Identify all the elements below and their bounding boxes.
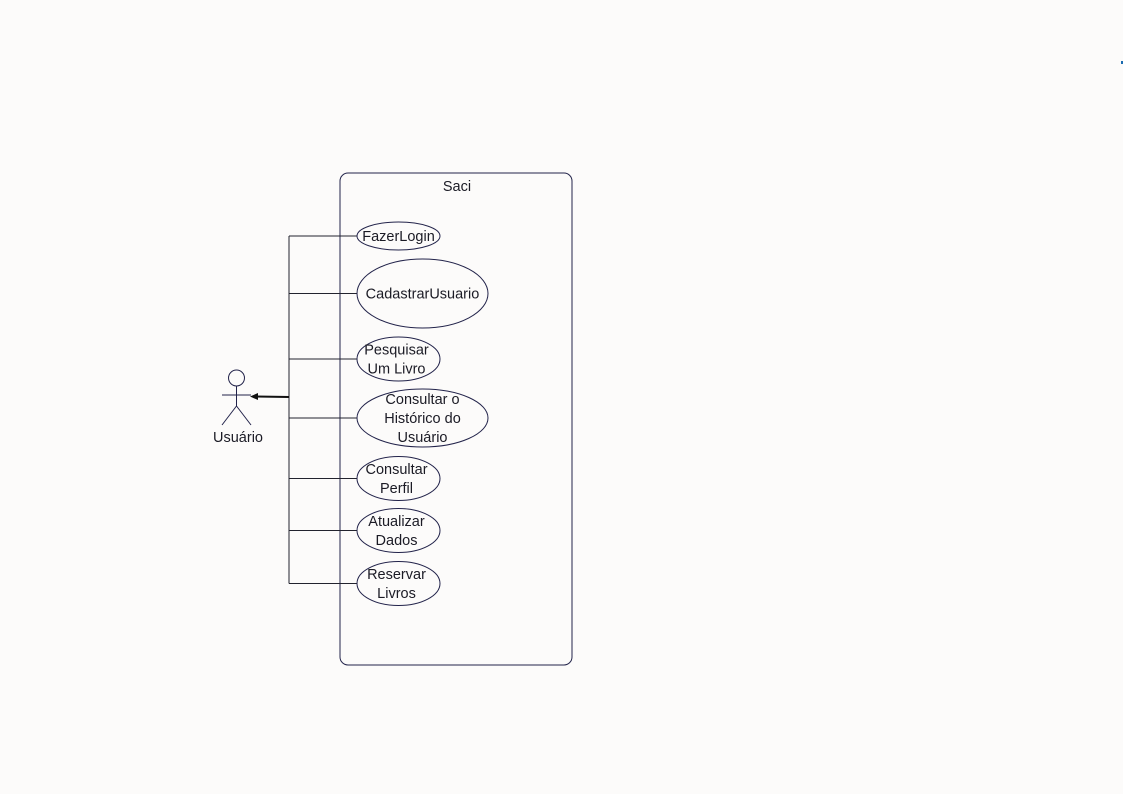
use-case-label: Reservar — [367, 567, 426, 583]
use-case-label: Consultar — [365, 462, 427, 478]
association-lines — [250, 235, 357, 584]
use-case-ellipse — [356, 508, 441, 553]
use-case-label: FazerLogin — [362, 229, 435, 245]
use-case-ellipse — [356, 336, 441, 382]
use-case-label: Um Livro — [367, 361, 425, 377]
actor-right-leg — [236, 405, 252, 426]
use-case-ellipse — [356, 388, 489, 448]
use-case-consultar-historico[interactable]: Consultar o Histórico do Usuário — [356, 388, 489, 448]
use-case-label: CadastrarUsuario — [366, 287, 480, 303]
edge-marker — [1121, 61, 1123, 64]
use-case-pesquisar-um-livro[interactable]: Pesquisar Um Livro — [356, 336, 441, 382]
use-case-cadastrar-usuario[interactable]: CadastrarUsuario — [356, 258, 489, 329]
actor-head — [228, 369, 245, 387]
use-case-ellipse — [356, 258, 489, 329]
use-case-label: Consultar o — [385, 392, 459, 408]
use-case-label: Dados — [376, 533, 418, 549]
system-title: Saci — [443, 179, 471, 195]
use-case-fazer-login[interactable]: FazerLogin — [356, 221, 441, 251]
use-case-label: Histórico do — [384, 411, 461, 427]
use-case-label: Perfil — [380, 481, 413, 497]
use-case-label: Atualizar — [368, 514, 425, 530]
actor-usuario[interactable]: Usuário — [213, 369, 263, 446]
use-case-label: Livros — [377, 586, 416, 602]
system-boundary[interactable] — [339, 172, 573, 666]
arrow-line — [255, 395, 290, 398]
actor-left-leg — [221, 405, 237, 426]
use-case-ellipse — [356, 221, 441, 251]
use-case-ellipse — [356, 561, 441, 606]
arrowhead-icon — [250, 393, 258, 400]
use-case-ellipse — [356, 456, 441, 501]
use-case-label: Pesquisar — [364, 343, 429, 359]
use-case-label: Usuário — [398, 430, 448, 446]
actor-label: Usuário — [213, 430, 263, 446]
